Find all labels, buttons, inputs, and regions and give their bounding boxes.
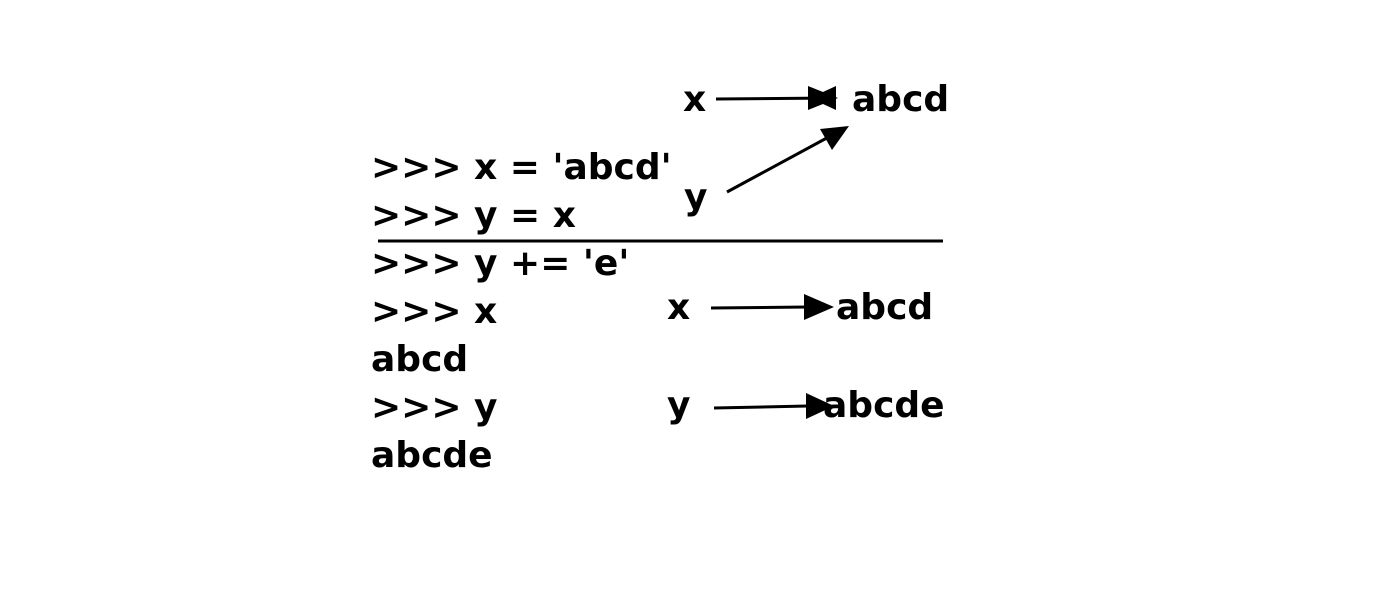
top-var-y-label: y xyxy=(684,177,708,218)
code-line-augment-y: >>> y += 'e' xyxy=(371,243,630,284)
code-line-eval-x: >>> x xyxy=(371,291,498,332)
output-line-y: abcde xyxy=(371,435,493,476)
bottom-arrow-y-to-value xyxy=(713,404,809,410)
bottom-arrow-y-head xyxy=(806,393,834,419)
top-var-x-label: x xyxy=(683,79,707,120)
code-line-eval-y: >>> y xyxy=(371,387,498,428)
top-arrow-y-head xyxy=(820,126,849,150)
bottom-arrow-x-head xyxy=(804,294,834,320)
bottom-value-y-label: abcde xyxy=(823,385,945,426)
code-line-assign-x: >>> x = 'abcd' xyxy=(371,147,672,188)
top-value-label: abcd xyxy=(852,79,950,120)
top-arrow-y-to-value xyxy=(726,131,837,194)
code-line-assign-y: >>> y = x xyxy=(371,195,576,236)
bottom-value-x-label: abcd xyxy=(836,287,934,328)
output-line-x: abcd xyxy=(371,339,469,380)
bottom-var-y-label: y xyxy=(667,385,691,426)
bottom-arrow-x-to-value xyxy=(710,305,809,310)
bottom-var-x-label: x xyxy=(667,287,691,328)
